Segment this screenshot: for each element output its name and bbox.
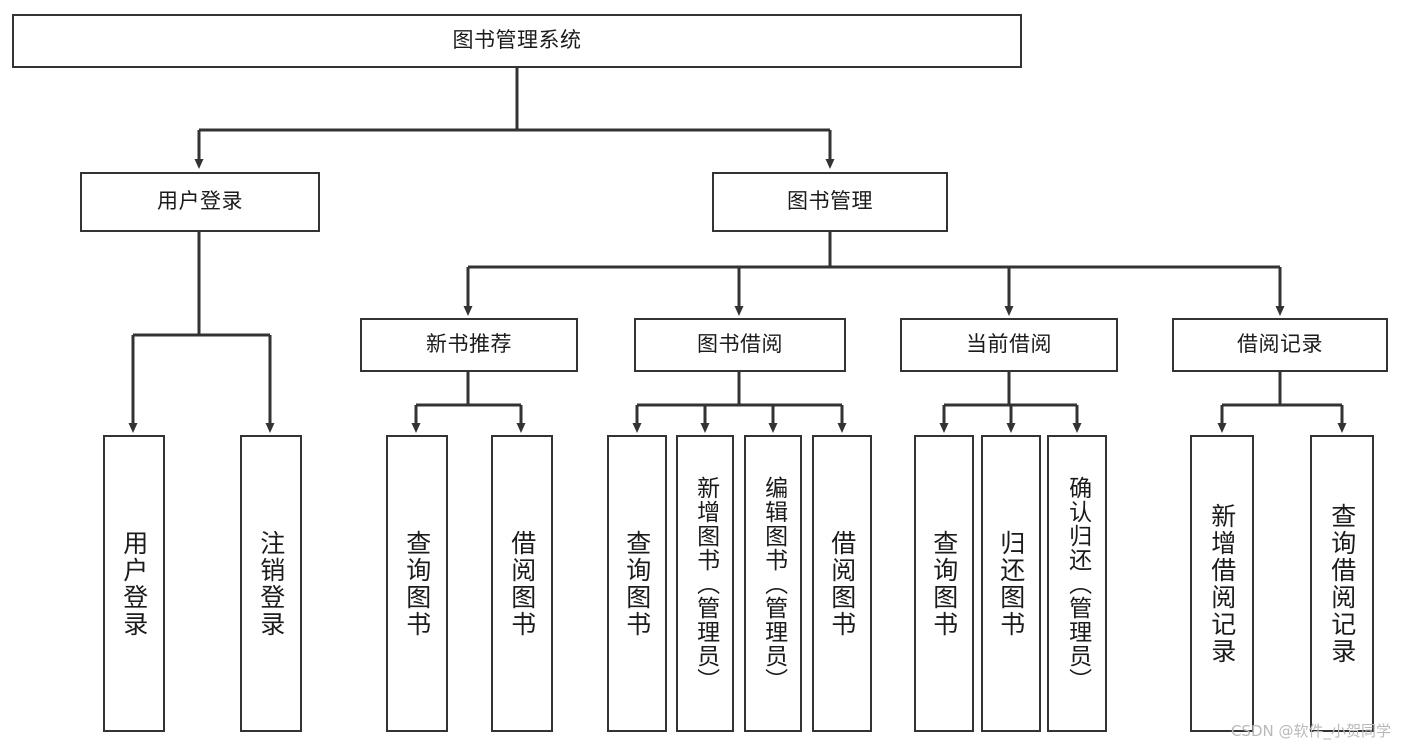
leaf-label: 借阅图书	[507, 529, 537, 638]
leaf-label: 查询借阅记录	[1327, 502, 1357, 665]
node-new-book-recommend[interactable]: 新书推荐	[360, 318, 578, 372]
node-current-borrow[interactable]: 当前借阅	[900, 318, 1118, 372]
leaf-label: 查询图书	[402, 529, 432, 638]
node-user-login[interactable]: 用户登录	[80, 172, 320, 232]
leaf-label: 用户登录	[119, 529, 149, 638]
node-book-management[interactable]: 图书管理	[712, 172, 948, 232]
leaf-book-borrow-add[interactable]: 新增图书（管理员）	[676, 435, 734, 732]
node-borrow-record[interactable]: 借阅记录	[1172, 318, 1388, 372]
leaf-label: 编辑图书（管理员）	[760, 475, 787, 692]
leaf-label: 查询图书	[622, 529, 652, 638]
leaf-label: 确认归还（管理员）	[1064, 475, 1091, 692]
leaf-book-borrow-query[interactable]: 查询图书	[607, 435, 667, 732]
leaf-borrow-record-add[interactable]: 新增借阅记录	[1190, 435, 1254, 732]
node-book-management-label: 图书管理	[787, 189, 873, 214]
leaf-user-login-logout[interactable]: 注销登录	[240, 435, 302, 732]
node-book-borrow-label: 图书借阅	[697, 332, 783, 357]
leaf-book-borrow-edit[interactable]: 编辑图书（管理员）	[744, 435, 802, 732]
leaf-label: 新增图书（管理员）	[692, 475, 719, 692]
node-new-book-recommend-label: 新书推荐	[426, 332, 512, 357]
leaf-book-borrow-borrow[interactable]: 借阅图书	[812, 435, 872, 732]
leaf-borrow-record-query[interactable]: 查询借阅记录	[1310, 435, 1374, 732]
watermark: CSDN @软件_小贺同学	[1230, 722, 1391, 740]
leaf-label: 新增借阅记录	[1207, 502, 1237, 665]
node-root[interactable]: 图书管理系统	[12, 14, 1022, 68]
leaf-new-book-borrow[interactable]: 借阅图书	[491, 435, 553, 732]
leaf-label: 注销登录	[256, 529, 286, 638]
node-current-borrow-label: 当前借阅	[966, 332, 1052, 357]
node-user-login-label: 用户登录	[157, 189, 243, 214]
leaf-label: 查询图书	[929, 529, 959, 638]
leaf-label: 归还图书	[996, 529, 1026, 638]
leaf-current-borrow-confirm[interactable]: 确认归还（管理员）	[1047, 435, 1107, 732]
leaf-user-login-login[interactable]: 用户登录	[103, 435, 165, 732]
leaf-label: 借阅图书	[827, 529, 857, 638]
leaf-current-borrow-query[interactable]: 查询图书	[914, 435, 974, 732]
leaf-new-book-query[interactable]: 查询图书	[386, 435, 448, 732]
node-root-label: 图书管理系统	[452, 28, 582, 53]
node-borrow-record-label: 借阅记录	[1237, 332, 1323, 357]
node-book-borrow[interactable]: 图书借阅	[634, 318, 846, 372]
leaf-current-borrow-return[interactable]: 归还图书	[981, 435, 1041, 732]
